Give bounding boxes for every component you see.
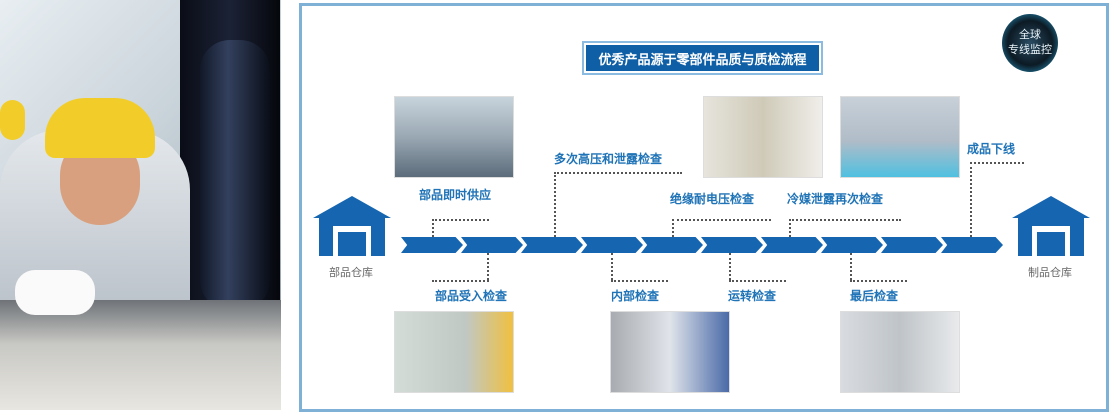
step-label: 运转检查 (728, 289, 777, 303)
end-warehouse-label: 制品仓库 (1028, 266, 1072, 279)
step-label: 冷媒泄露再次检查 (787, 192, 884, 206)
connector (789, 219, 791, 237)
connector (554, 172, 556, 237)
process-arrow (461, 237, 523, 253)
connector (432, 280, 489, 282)
step-label: 部品受入检查 (435, 289, 508, 303)
global-monitor-badge: 全球 专线监控 (1002, 14, 1058, 72)
process-arrow (881, 237, 943, 253)
connector (729, 253, 731, 280)
step-label: 成品下线 (967, 142, 1016, 156)
connector (611, 253, 613, 280)
connector (487, 253, 489, 280)
warehouse-icon (1012, 196, 1090, 256)
connector (672, 219, 674, 237)
process-arrow (521, 237, 583, 253)
start-warehouse-label: 部品仓库 (329, 266, 373, 279)
step-label: 最后检查 (850, 289, 899, 303)
photo-internal-inspection (610, 311, 730, 393)
yellow-cap (45, 98, 155, 158)
process-arrow (641, 237, 703, 253)
connector (432, 219, 489, 221)
process-arrow (761, 237, 823, 253)
workbench (0, 300, 281, 410)
connector (432, 219, 434, 237)
step-label: 多次高压和泄露检查 (554, 152, 663, 166)
connector (970, 162, 972, 237)
connector (729, 280, 786, 282)
connector (850, 253, 852, 280)
step-label: 部品即时供应 (419, 188, 492, 202)
badge-line1: 全球 (1019, 28, 1041, 41)
connector (970, 162, 1024, 164)
process-arrow (941, 237, 1003, 253)
title-box: 优秀产品源于零部件品质与质检流程 (582, 41, 823, 75)
photo-insulation-test (703, 96, 823, 178)
connector (850, 280, 907, 282)
glove (15, 270, 95, 315)
photo-production-line (840, 96, 960, 178)
photo-incoming-inspection (394, 311, 514, 393)
page-title: 优秀产品源于零部件品质与质检流程 (586, 45, 819, 71)
photo-final-inspection (840, 311, 960, 393)
step-label: 内部检查 (611, 289, 660, 303)
process-arrow (581, 237, 643, 253)
connector (789, 219, 901, 221)
worker-photo (0, 0, 281, 410)
connector (554, 172, 682, 174)
process-arrow (821, 237, 883, 253)
warehouse-icon (313, 196, 391, 256)
process-arrow (401, 237, 463, 253)
compressor-body (200, 40, 270, 310)
badge-line2: 专线监控 (1008, 43, 1052, 56)
step-label: 绝缘耐电压检查 (670, 192, 755, 206)
photo-parts-supply (394, 96, 514, 178)
connector (611, 280, 668, 282)
yellow-cap-bg (0, 100, 25, 140)
connector (672, 219, 771, 221)
process-arrow (701, 237, 763, 253)
